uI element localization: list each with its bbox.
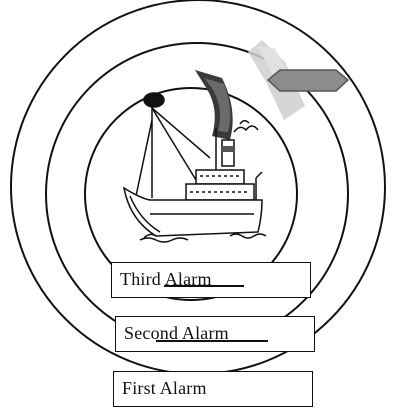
third-alarm-ring-crossing (164, 285, 244, 287)
first-alarm-text: First Alarm (122, 378, 207, 398)
ship-icon (124, 93, 266, 242)
first-alarm-label: First Alarm (113, 371, 313, 407)
radar-tag-icon (268, 70, 348, 91)
third-alarm-label: Third Alarm (111, 262, 311, 298)
second-alarm-label: Second Alarm (115, 316, 315, 352)
crescent-moon-icon (195, 70, 233, 140)
second-alarm-ring-crossing (156, 340, 268, 342)
